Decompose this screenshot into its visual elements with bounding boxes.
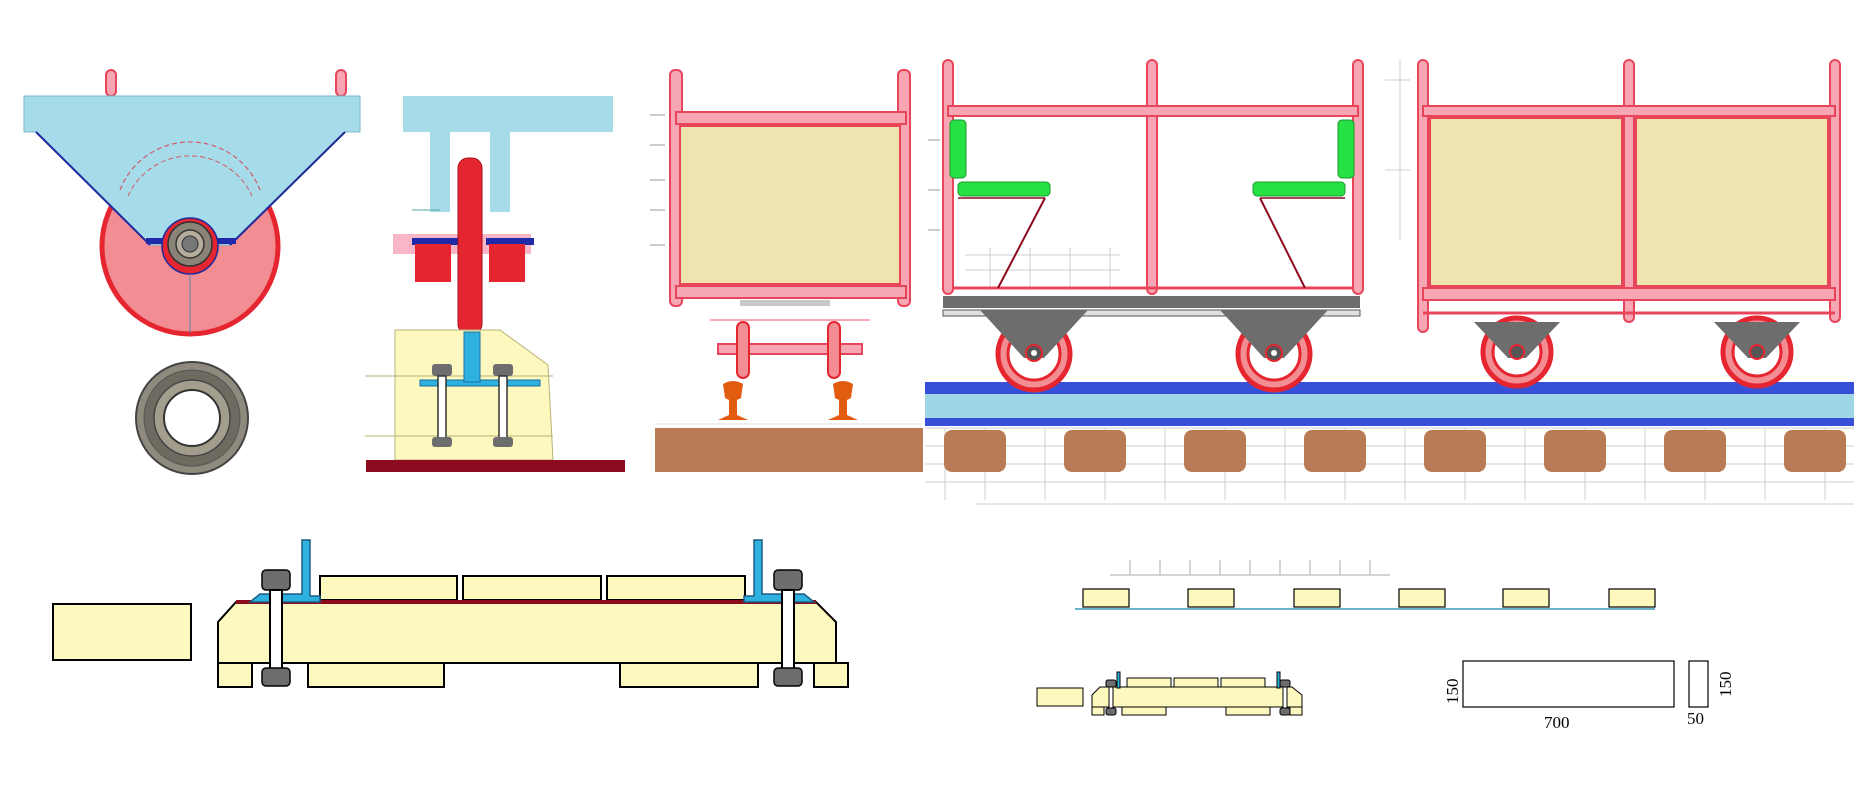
sleeper-end-section (1688, 660, 1709, 708)
track-view (925, 382, 1854, 505)
cargo-panel-right (1635, 117, 1829, 287)
base-plate (366, 460, 625, 472)
seat-back-left (949, 119, 967, 179)
sleepers (944, 430, 1846, 472)
passenger-cart (928, 59, 1364, 393)
dimension-width-bottom: 700 (1544, 713, 1570, 732)
cargo-cart (1385, 59, 1841, 389)
wheel-profile (457, 157, 483, 335)
rail-bottom (925, 418, 1854, 426)
sleeper-assembly-large (52, 539, 849, 688)
dimension-thickness: 50 (1687, 709, 1704, 728)
spare-block (52, 603, 192, 661)
wheel-bracket-front-view (365, 96, 625, 472)
dimension-height-right: 150 (1716, 672, 1735, 698)
chassis (943, 296, 1360, 308)
cargo-panel-left (1429, 117, 1623, 287)
dimension-height-left: 150 (1443, 679, 1462, 705)
sleeper-dimension-drawing: 150 700 150 50 (1443, 660, 1735, 732)
sleeper-side-section (1462, 660, 1675, 708)
seat-back-right (1337, 119, 1355, 179)
sleeper-spacing-view (1075, 560, 1656, 610)
sleeper-assembly-small (1036, 671, 1303, 716)
seat-left (957, 181, 1051, 197)
cart-end-view (650, 69, 923, 472)
cargo-panel (679, 125, 901, 285)
rail-middle (925, 394, 1854, 418)
bearing (135, 361, 249, 475)
wheel-bracket-side-view (23, 69, 361, 337)
seat-right (1252, 181, 1346, 197)
ground (655, 428, 923, 472)
rail-top (925, 382, 1854, 394)
